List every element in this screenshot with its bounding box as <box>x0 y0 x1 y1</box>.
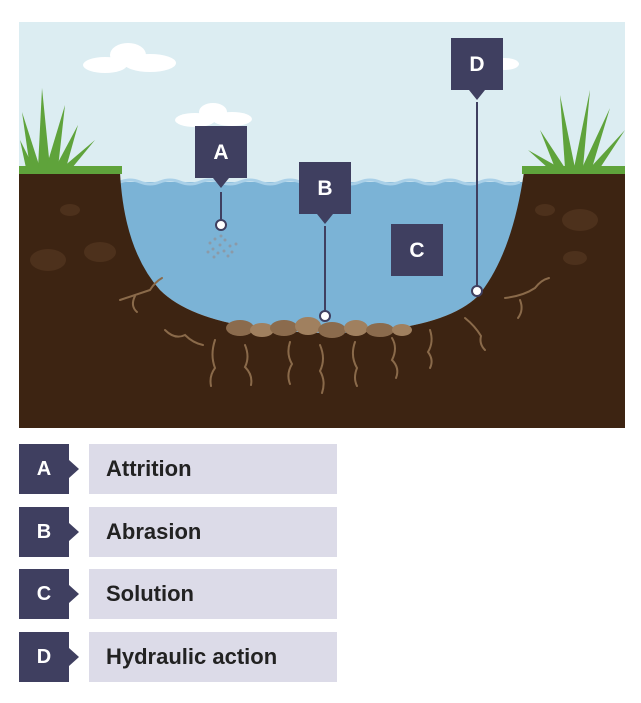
marker-a[interactable]: A <box>195 126 247 231</box>
key-label-box: Hydraulic action <box>89 631 337 682</box>
key-label-box: Abrasion <box>89 506 337 557</box>
key-letter: B <box>36 520 52 543</box>
key-badge: C <box>19 569 79 619</box>
riverbed-stones <box>226 317 412 338</box>
grass-tuft-right <box>528 90 625 168</box>
key-label-box: Solution <box>89 569 337 619</box>
sky <box>19 22 625 182</box>
key-label: Abrasion <box>106 518 202 544</box>
key-badge: D <box>19 631 79 682</box>
attrition-particles <box>206 234 238 259</box>
key-item-hydraulic-action[interactable]: D Hydraulic action <box>19 631 339 682</box>
marker-d[interactable]: D <box>451 38 503 297</box>
grass-strip-right <box>522 166 625 174</box>
marker-c-letter: C <box>409 239 424 262</box>
plant-roots <box>119 277 550 394</box>
cloud-icon <box>83 43 176 73</box>
soil-stones <box>30 204 598 271</box>
marker-d-letter: D <box>469 53 484 76</box>
marker-b[interactable]: B <box>299 162 351 322</box>
key-letter: D <box>36 645 52 668</box>
key-item-solution[interactable]: C Solution <box>19 569 339 619</box>
river-channel-diagram: A B C D <box>19 22 625 428</box>
river-bank-soil <box>19 172 625 428</box>
marker-c[interactable]: C <box>391 224 443 276</box>
key-badge: B <box>19 506 79 557</box>
key-label: Solution <box>106 581 194 606</box>
key-item-attrition[interactable]: A Attrition <box>19 444 339 494</box>
key-item-abrasion[interactable]: B Abrasion <box>19 506 339 557</box>
key-label: Attrition <box>106 456 192 481</box>
marker-b-letter: B <box>317 177 332 200</box>
key-label-box: Attrition <box>89 444 337 494</box>
erosion-key-list: A Attrition B Abrasion C Solution D Hydr… <box>19 444 339 694</box>
key-label: Hydraulic action <box>106 643 278 669</box>
cloud-icon <box>175 103 252 127</box>
key-letter: A <box>36 458 52 480</box>
marker-a-letter: A <box>213 141 228 164</box>
key-letter: C <box>36 583 52 605</box>
grass-strip-left <box>19 166 122 174</box>
grass-tuft-left <box>20 88 95 168</box>
key-badge: A <box>19 444 79 494</box>
